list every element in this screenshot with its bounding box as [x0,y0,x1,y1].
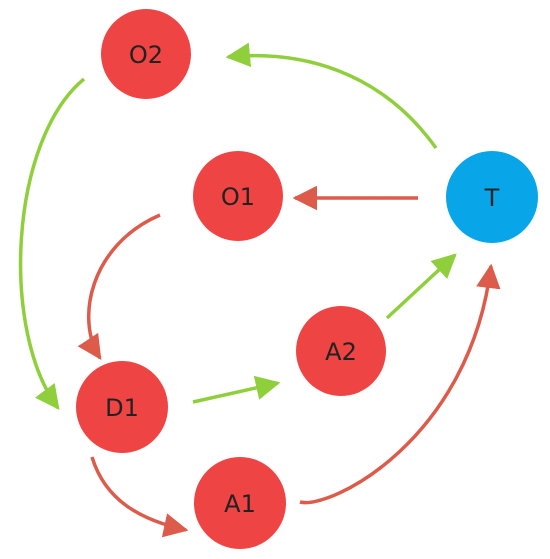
node-a2[interactable]: A2 [296,306,386,396]
node-t[interactable]: T [446,151,538,243]
node-a1-circle [194,457,286,549]
node-a1[interactable]: A1 [194,457,286,549]
node-d1-circle [76,361,168,453]
edge-t-to-o2 [225,42,438,150]
node-a1-label: A1 [224,490,256,518]
edge-o2-to-d1 [18,77,86,410]
node-o1-label: O1 [221,183,255,211]
node-o1-circle [193,151,283,241]
node-d1-label: D1 [105,394,139,422]
node-o2-circle [101,9,191,99]
edges-layer [18,42,501,538]
edge-o1-to-d1 [77,213,161,361]
node-a2-label: A2 [325,338,357,366]
edge-d1-to-a2 [192,375,281,404]
node-t-circle [446,151,538,243]
nodes-layer: O2 O1 T A2 D1 A1 [76,9,538,549]
node-o1[interactable]: O1 [193,151,283,241]
node-t-label: T [484,184,500,212]
edge-d1-to-a1 [90,456,189,538]
node-o2-label: O2 [129,41,163,69]
node-o2[interactable]: O2 [101,9,191,99]
node-d1[interactable]: D1 [76,361,168,453]
node-a2-circle [296,306,386,396]
edge-a2-to-t [385,253,457,320]
edge-a1-to-t [299,263,501,505]
